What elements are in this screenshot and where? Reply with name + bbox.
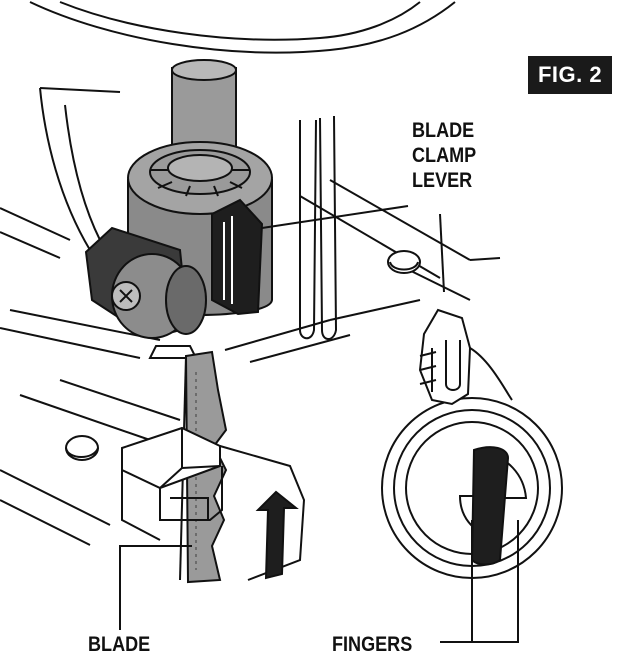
blade-clamp-lever-label-line: BLADE [412,118,476,143]
blade-guide-rails [300,116,336,339]
leader-line-clamp-lever [262,206,444,292]
blade-clamp-lever-label-line: CLAMP [412,143,476,168]
blade-clamp-lever-part [212,200,262,314]
up-arrow-icon [258,492,296,578]
blade-label: BLADE [88,632,150,657]
fingers-label: FINGERS [332,632,412,657]
blade-clamp-lever-label: BLADE CLAMP LEVER [412,118,476,193]
figure-number-badge: FIG. 2 [528,56,612,94]
blade-clamp-lever-label-line: LEVER [412,168,476,193]
